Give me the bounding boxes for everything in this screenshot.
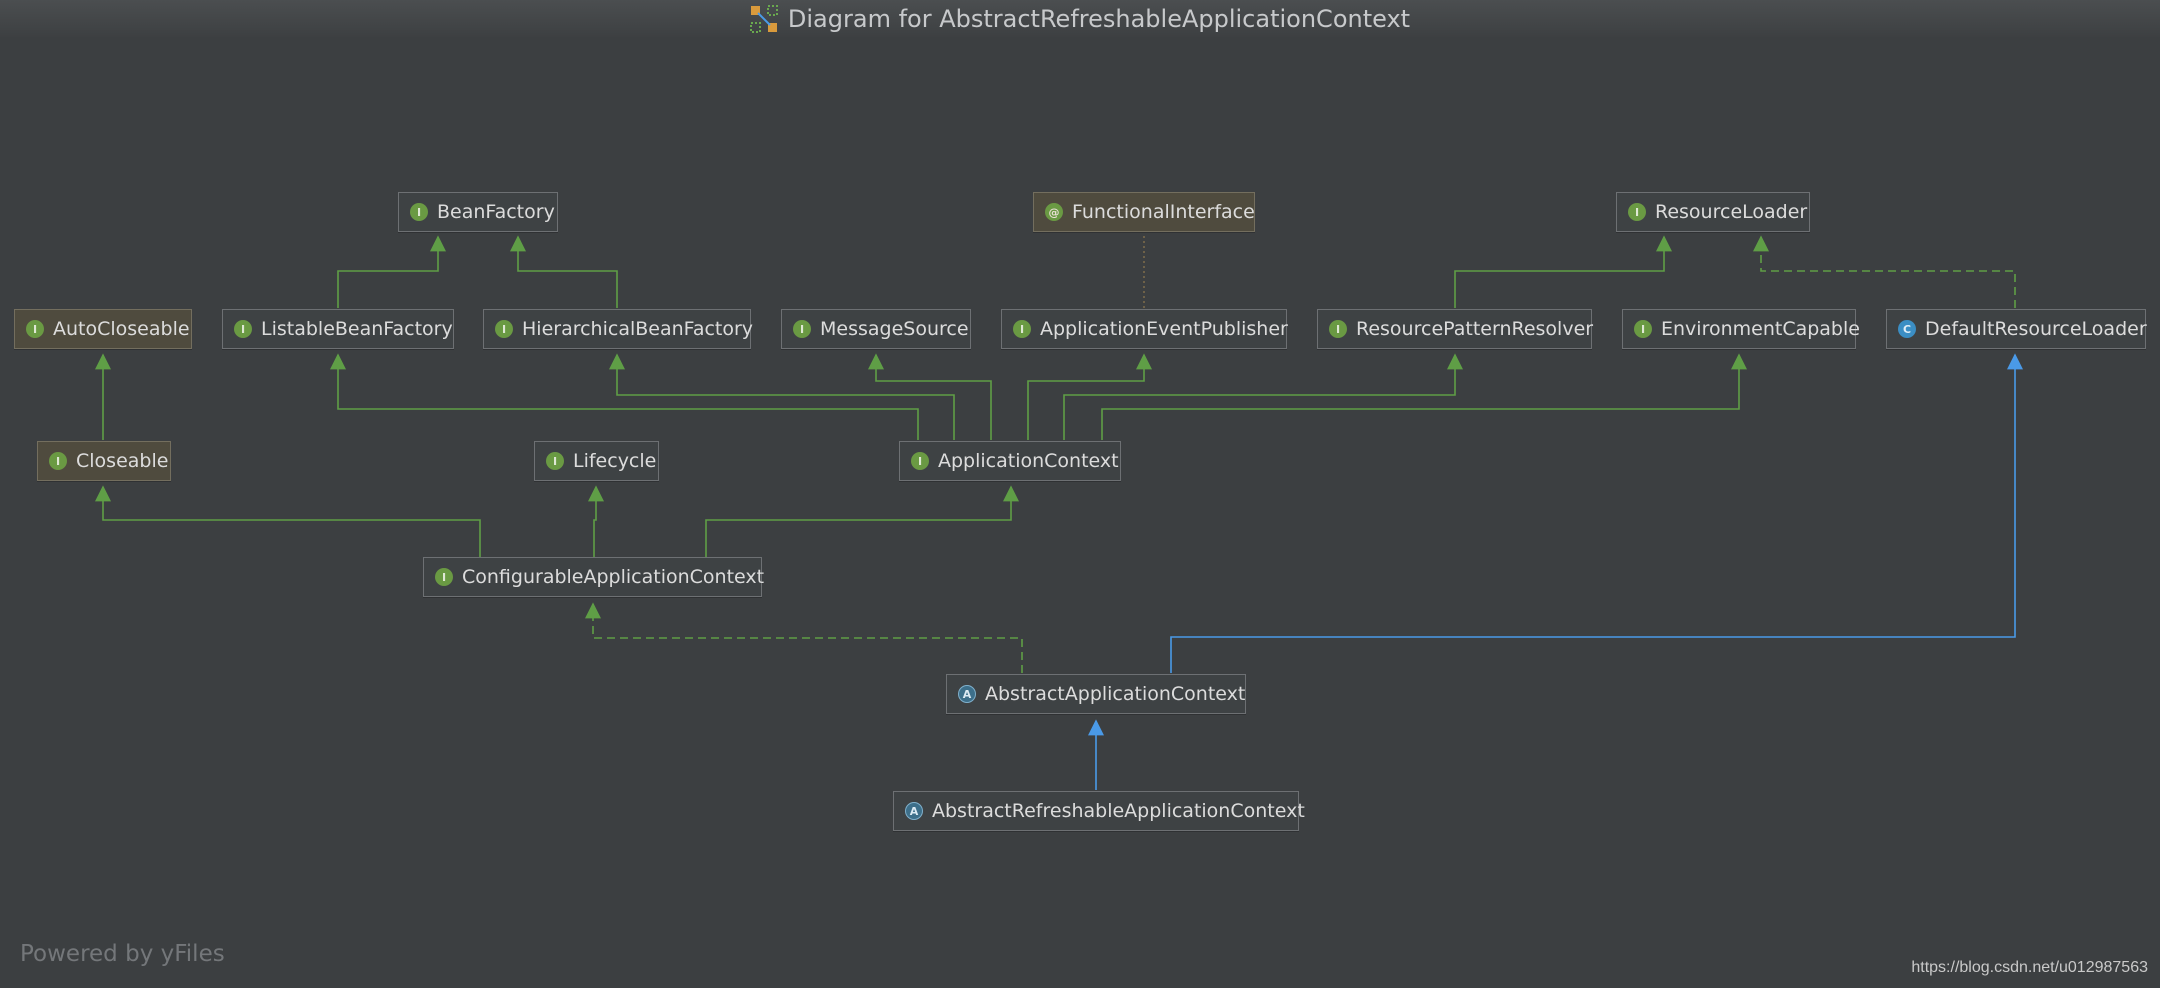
- node-messagesource[interactable]: I MessageSource: [781, 309, 971, 349]
- window-title: Diagram for AbstractRefreshableApplicati…: [787, 4, 1411, 33]
- interface-icon: I: [410, 203, 428, 221]
- interface-icon: I: [1628, 203, 1646, 221]
- node-resourceloader[interactable]: I ResourceLoader: [1616, 192, 1810, 232]
- powered-by-label: Powered by yFiles: [20, 941, 225, 967]
- edge-hierarchical-to-beanfactory: [510, 235, 618, 308]
- abstract-class-icon: A: [958, 685, 976, 703]
- node-abstractrefreshableapplicationcontext[interactable]: A AbstractRefreshableApplicationContext: [893, 791, 1305, 831]
- node-hierarchicalbeanfactory[interactable]: I HierarchicalBeanFactory: [483, 309, 754, 349]
- watermark-url: https://blog.csdn.net/u012987563: [1911, 959, 2148, 976]
- diagram-icon: [749, 4, 778, 33]
- interface-icon: I: [911, 452, 929, 470]
- edge-appcontext-to-publisher: [1027, 353, 1152, 440]
- node-closeable[interactable]: I Closeable: [37, 441, 171, 481]
- edge-abstractappcontext-to-defaultresourceloader: [1170, 353, 2023, 673]
- diagram-canvas[interactable]: I BeanFactory @ FunctionalInterface I Re…: [0, 37, 2160, 988]
- interface-icon: I: [495, 320, 513, 338]
- title-bar: Diagram for AbstractRefreshableApplicati…: [0, 0, 2160, 38]
- interface-icon: I: [1634, 320, 1652, 338]
- node-label: ResourcePatternResolver: [1356, 318, 1594, 340]
- node-label: Closeable: [76, 450, 169, 472]
- edge-appcontext-to-patternresolver: [1063, 353, 1463, 440]
- node-environmentcapable[interactable]: I EnvironmentCapable: [1622, 309, 1860, 349]
- node-label: BeanFactory: [437, 201, 555, 223]
- node-label: EnvironmentCapable: [1661, 318, 1860, 340]
- node-listablebeanfactory[interactable]: I ListableBeanFactory: [222, 309, 454, 349]
- edge-abstractappcontext-to-configurable: [585, 602, 1023, 673]
- node-label: FunctionalInterface: [1072, 201, 1255, 223]
- edge-appcontext-to-hierarchical: [609, 353, 955, 440]
- node-label: ListableBeanFactory: [261, 318, 453, 340]
- edge-appcontext-to-messagesource: [868, 353, 992, 440]
- interface-icon: I: [1013, 320, 1031, 338]
- node-label: Lifecycle: [573, 450, 657, 472]
- node-label: ApplicationContext: [938, 450, 1119, 472]
- edge-patternresolver-to-resourceloader: [1454, 235, 1672, 308]
- node-resourcepatternresolver[interactable]: I ResourcePatternResolver: [1317, 309, 1594, 349]
- edge-listable-to-beanfactory: [337, 235, 446, 308]
- node-applicationcontext[interactable]: I ApplicationContext: [899, 441, 1121, 481]
- edge-defaultresourceloader-to-resourceloader: [1753, 235, 2016, 308]
- node-label: ApplicationEventPublisher: [1040, 318, 1288, 340]
- node-label: MessageSource: [820, 318, 969, 340]
- edge-configurable-to-appcontext: [705, 485, 1019, 557]
- node-label: ResourceLoader: [1655, 201, 1808, 223]
- interface-icon: I: [234, 320, 252, 338]
- node-label: ConfigurableApplicationContext: [462, 566, 765, 588]
- interface-icon: I: [793, 320, 811, 338]
- node-label: AutoCloseable: [53, 318, 190, 340]
- node-label: AbstractRefreshableApplicationContext: [932, 800, 1305, 822]
- node-beanfactory[interactable]: I BeanFactory: [398, 192, 558, 232]
- abstract-class-icon: A: [905, 802, 923, 820]
- node-functionalinterface[interactable]: @ FunctionalInterface: [1033, 192, 1255, 232]
- node-configurableapplicationcontext[interactable]: I ConfigurableApplicationContext: [423, 557, 765, 597]
- node-label: AbstractApplicationContext: [985, 683, 1246, 705]
- node-defaultresourceloader[interactable]: C DefaultResourceLoader: [1886, 309, 2147, 349]
- interface-icon: I: [435, 568, 453, 586]
- edge-appcontext-to-environmentcapable: [1101, 353, 1747, 440]
- edge-configurable-to-closeable: [95, 485, 481, 557]
- interface-icon: I: [26, 320, 44, 338]
- node-lifecycle[interactable]: I Lifecycle: [534, 441, 659, 481]
- node-label: DefaultResourceLoader: [1925, 318, 2147, 340]
- annotation-icon: @: [1045, 203, 1063, 221]
- interface-icon: I: [1329, 320, 1347, 338]
- edge-appcontext-to-listable: [330, 353, 919, 440]
- relation-edges: [95, 235, 2023, 790]
- node-autocloseable[interactable]: I AutoCloseable: [14, 309, 192, 349]
- class-icon: C: [1898, 320, 1916, 338]
- edge-configurable-to-lifecycle: [588, 485, 604, 557]
- interface-icon: I: [49, 452, 67, 470]
- node-applicationeventpublisher[interactable]: I ApplicationEventPublisher: [1001, 309, 1288, 349]
- node-abstractapplicationcontext[interactable]: A AbstractApplicationContext: [946, 674, 1246, 714]
- interface-icon: I: [546, 452, 564, 470]
- node-label: HierarchicalBeanFactory: [522, 318, 754, 340]
